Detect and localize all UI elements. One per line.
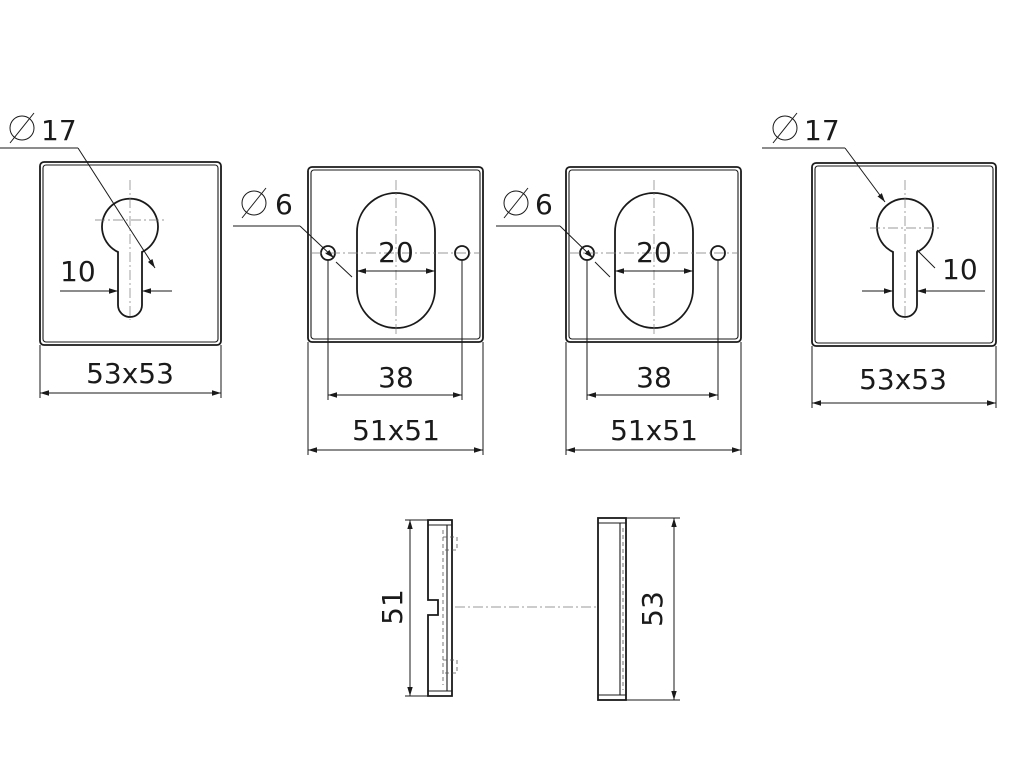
hole-spacing-label: 38 — [378, 361, 414, 394]
diameter-label: 6 — [275, 188, 293, 221]
diameter-symbol — [9, 112, 35, 144]
diameter-symbol — [241, 187, 267, 219]
diameter-leader-arrow — [559, 225, 594, 259]
slot-width-label: 10 — [60, 255, 96, 288]
rosette-inner-edge — [814, 165, 994, 344]
opening-width-label: 20 — [636, 236, 672, 269]
diameter-symbol — [503, 187, 529, 219]
diameter-leader-extension — [335, 261, 353, 278]
profile-cylinder-cutout — [101, 197, 159, 318]
hole-spacing-label: 38 — [636, 361, 672, 394]
size-label: 53x53 — [859, 363, 947, 396]
rosette-small-left: 6 20 38 51x51 — [233, 166, 484, 455]
rosette-inner-edge — [568, 169, 739, 340]
slot-width-label: 10 — [942, 253, 978, 286]
rosette-outline — [811, 162, 997, 347]
diameter-leader-extension — [594, 261, 611, 278]
diameter-label: 17 — [804, 114, 840, 147]
slot-width-leader — [916, 249, 936, 269]
hidden-detail-bottom — [443, 659, 458, 674]
rosette-large-right: 17 10 53x53 — [762, 112, 997, 408]
height-label: 51 — [376, 589, 409, 625]
side-profile — [427, 519, 453, 697]
rosette-outline — [39, 161, 222, 346]
rosette-outline — [565, 166, 742, 343]
rosette-inner-edge — [310, 169, 481, 340]
side-view-large: 53 — [597, 517, 680, 701]
rosette-outline — [307, 166, 484, 343]
opening-width-label: 20 — [378, 236, 414, 269]
side-view-small: 51 — [376, 519, 458, 697]
side-profile — [597, 517, 627, 701]
hidden-detail-top — [443, 536, 458, 551]
rosette-large-left: 17 10 53x53 — [0, 112, 222, 398]
rosette-small-right: 6 20 38 51x51 — [496, 166, 742, 455]
diameter-leader-arrow — [77, 147, 156, 269]
diameter-label: 17 — [41, 114, 77, 147]
diameter-label: 6 — [535, 188, 553, 221]
diameter-symbol — [772, 112, 798, 144]
size-label: 53x53 — [86, 357, 174, 390]
size-label: 51x51 — [352, 414, 440, 447]
profile-cylinder-cutout — [876, 197, 934, 318]
height-label: 53 — [636, 591, 669, 627]
size-label: 51x51 — [610, 414, 698, 447]
rosette-inner-edge — [42, 164, 219, 343]
diameter-leader-arrow — [844, 147, 886, 203]
diameter-leader-arrow — [299, 225, 335, 259]
